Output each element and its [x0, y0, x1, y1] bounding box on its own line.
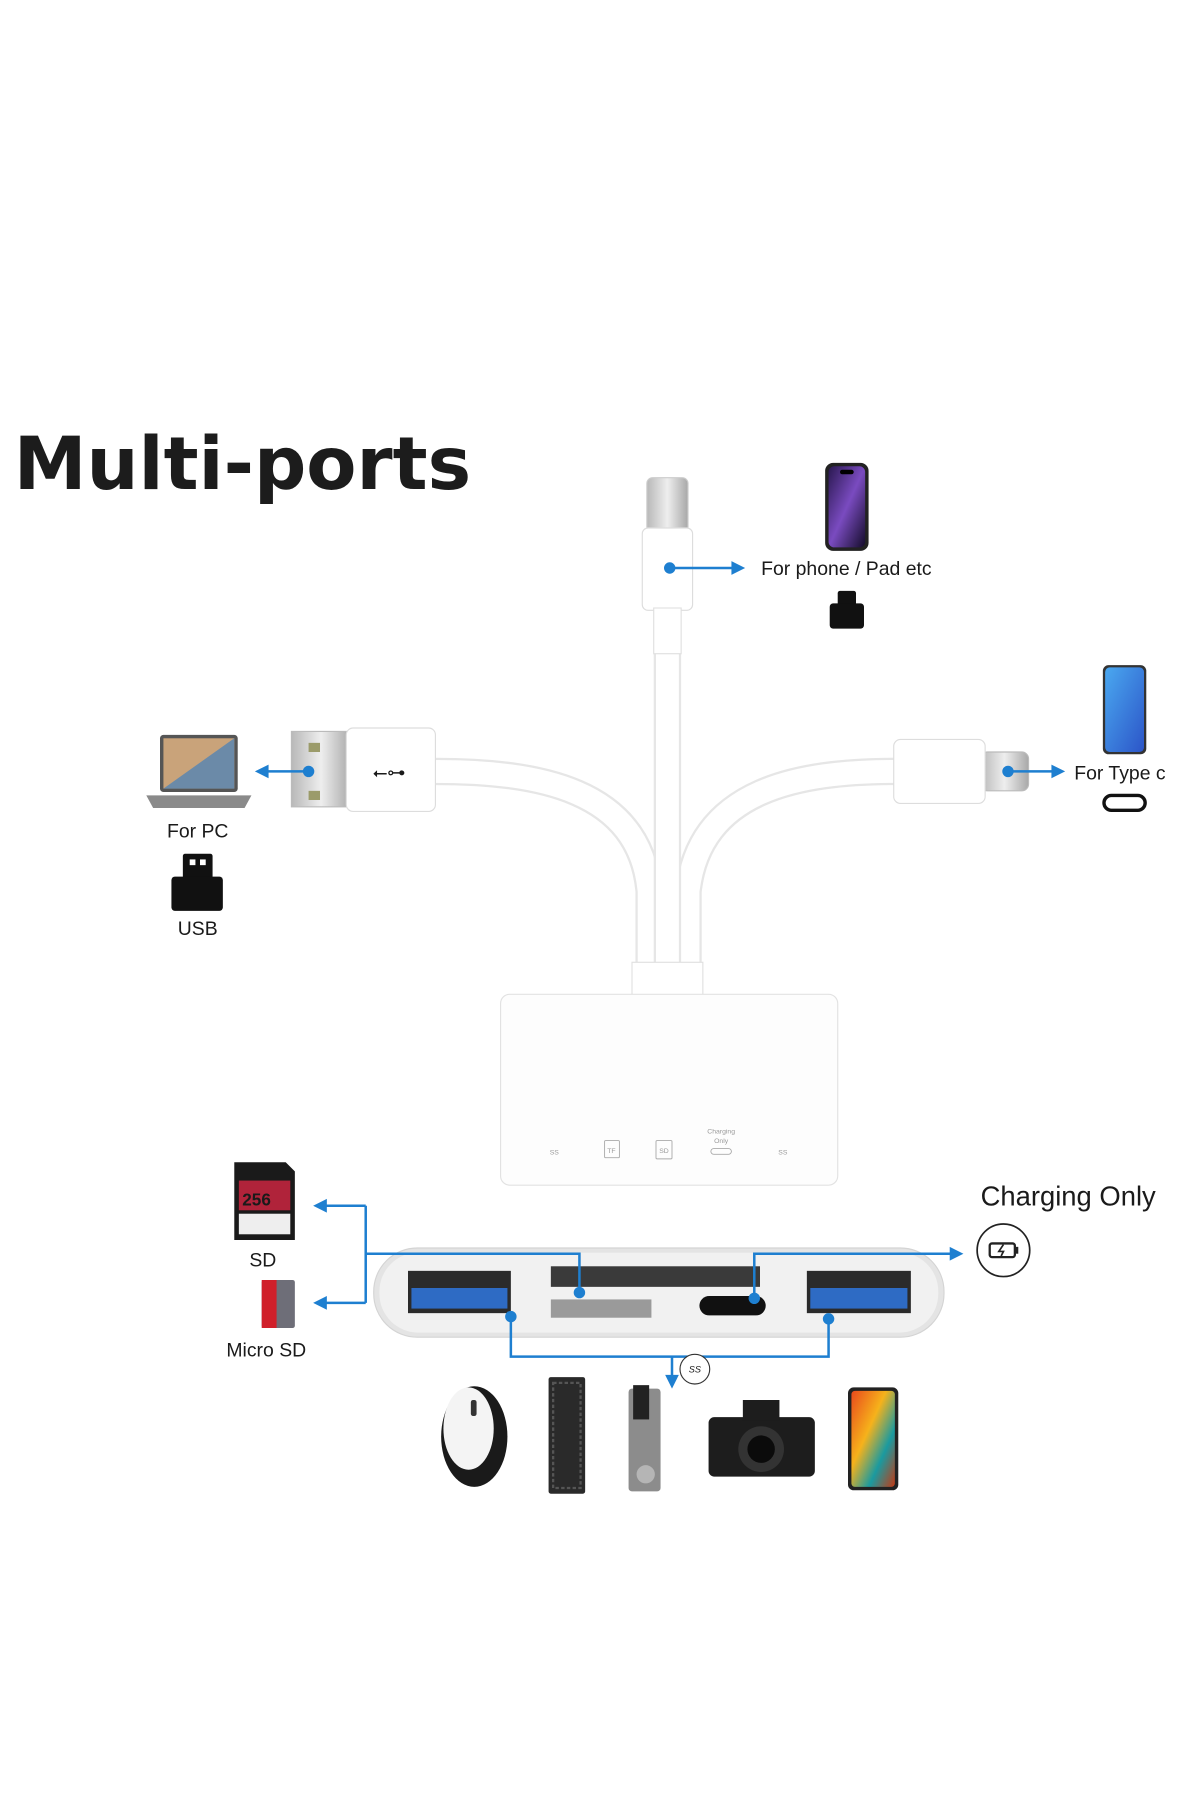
label-for-type-c: For Type c	[1074, 762, 1166, 784]
hub-label-usb-left: SS	[550, 1149, 560, 1156]
microsd-card-icon	[261, 1280, 295, 1328]
arrow-head	[254, 764, 269, 779]
mouse-icon	[441, 1386, 508, 1487]
arrow-head	[1051, 764, 1066, 779]
hub-label-tf: TF	[607, 1148, 615, 1155]
arrow-head	[731, 561, 746, 575]
android-phone-icon	[1102, 665, 1147, 755]
label-sd: SD	[249, 1249, 276, 1271]
sd-card-logo: 256	[242, 1190, 271, 1210]
usb-port-icon	[171, 853, 223, 911]
label-charging-only: Charging Only	[981, 1181, 1156, 1212]
hub-label-charging: Charging	[707, 1129, 735, 1136]
label-usb: USB	[178, 918, 218, 940]
ss-badge-text: SS	[689, 1365, 701, 1375]
hub-port-side	[373, 1247, 945, 1338]
iphone-icon	[825, 462, 869, 551]
pointer-dot	[302, 765, 315, 778]
page-title: Multi-ports	[14, 422, 471, 507]
lightning-port-icon	[829, 590, 864, 629]
usb-c-charging-port	[699, 1296, 766, 1316]
camera-icon	[708, 1400, 815, 1477]
keyboard-icon	[548, 1377, 586, 1494]
hub-label-only: Only	[714, 1138, 729, 1145]
laptop-icon	[146, 734, 252, 808]
label-micro-sd: Micro SD	[226, 1340, 306, 1362]
usb-a-connector: ⭠⊶	[290, 727, 436, 812]
smartphone-icon	[848, 1387, 899, 1491]
cables	[420, 597, 910, 986]
usb-symbol-icon: ⭠⊶	[373, 761, 406, 782]
label-for-phone-pad: For phone / Pad etc	[761, 558, 932, 580]
type-c-port-icon	[1102, 793, 1147, 812]
connection-lines	[313, 1198, 964, 1389]
sd-slot	[550, 1266, 760, 1287]
sd-card-icon: 256	[234, 1162, 295, 1240]
pointer-dot	[664, 562, 676, 574]
hub-label-sd: SD	[659, 1148, 669, 1155]
usb-flash-drive-icon	[628, 1385, 661, 1492]
battery-charging-icon	[976, 1223, 1031, 1278]
pointer-dot	[1002, 765, 1014, 778]
hub-body: SS TF SD Charging Only SS	[500, 961, 839, 1186]
label-for-pc: For PC	[167, 821, 228, 843]
superspeed-badge: SS	[679, 1353, 711, 1385]
microsd-slot	[550, 1299, 652, 1318]
hub-label-usb-right: SS	[778, 1149, 788, 1156]
